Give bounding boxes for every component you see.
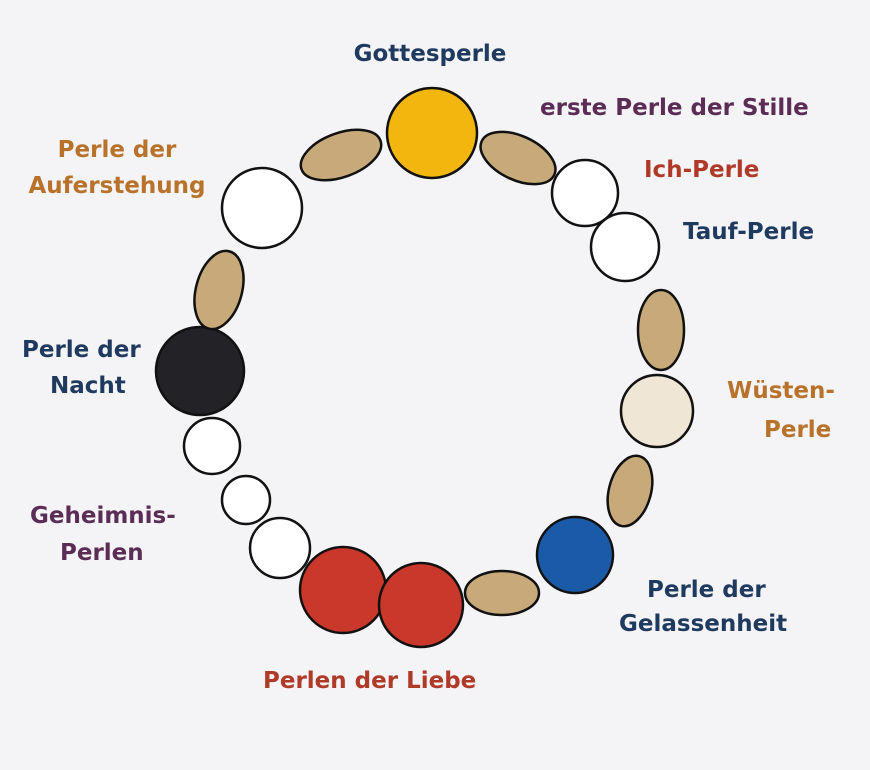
wuesten-perle-bead — [619, 373, 695, 449]
label-wuesten-perle-line2: Perle — [764, 417, 832, 443]
label-gottesperle: Gottesperle — [353, 41, 507, 67]
label-geheimnis-perlen-line2: Perlen — [60, 540, 144, 566]
geheimnis-bead-2 — [220, 474, 272, 526]
label-perle-der-nacht-line1: Perle der — [22, 337, 141, 363]
label-perle-der-nacht-line2: Nacht — [50, 373, 126, 399]
stille-bead-4 — [463, 569, 541, 617]
stille-bead-3 — [606, 454, 654, 528]
label-perlen-der-liebe: Perlen der Liebe — [263, 668, 477, 694]
tauf-perle-bead — [589, 211, 661, 283]
label-ich-perle: Ich-Perle — [644, 157, 760, 183]
ich-perle-bead — [550, 158, 620, 228]
liebe-bead-1 — [298, 545, 388, 635]
gottesperle-bead — [385, 86, 479, 180]
geheimnis-bead-3 — [182, 416, 242, 476]
liebe-bead-2 — [377, 561, 465, 649]
stille-bead-5 — [193, 249, 245, 331]
label-auferstehung-line2: Auferstehung — [28, 173, 206, 199]
geheimnis-bead-1 — [248, 516, 312, 580]
label-gelassenheit-line1: Perle der — [647, 577, 766, 603]
stille-bead-6 — [299, 128, 383, 182]
auferstehung-bead — [220, 166, 304, 250]
stille-bead-1 — [479, 130, 557, 186]
label-erste-perle-der-stille: erste Perle der Stille — [540, 95, 809, 121]
label-gelassenheit-line2: Gelassenheit — [619, 611, 788, 637]
label-auferstehung-line1: Perle der — [57, 137, 177, 163]
stille-bead-2 — [636, 288, 686, 372]
nacht-bead — [154, 325, 246, 417]
label-wuesten-perle-line1: Wüsten- — [727, 378, 835, 404]
label-geheimnis-perlen-line1: Geheimnis- — [30, 503, 176, 529]
label-tauf-perle: Tauf-Perle — [683, 219, 815, 245]
gelassenheit-bead — [535, 515, 615, 595]
